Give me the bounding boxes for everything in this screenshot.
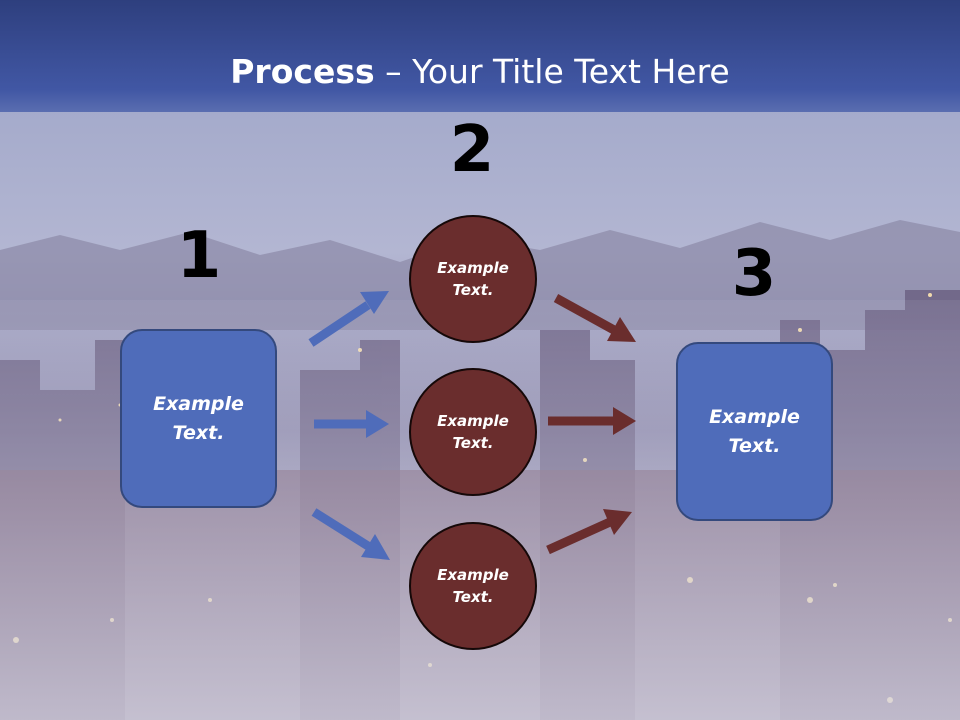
step-2-circle-top: Example Text.: [409, 215, 537, 343]
step-1-box: Example Text.: [120, 329, 277, 508]
circle-bottom-label: Example Text.: [437, 565, 509, 607]
arrow-box1-to-circle1: [308, 291, 389, 347]
slide-title: Process – Your Title Text Here: [0, 52, 960, 91]
step-3-box-label: Example Text.: [709, 406, 800, 457]
arrow-box1-to-circle3: [311, 508, 390, 560]
step-number-1: 1: [176, 219, 222, 293]
step-2-circle-middle: Example Text.: [409, 368, 537, 496]
title-rest-text: – Your Title Text Here: [374, 52, 730, 91]
circle-top-label: Example Text.: [437, 258, 509, 300]
step-3-box: Example Text.: [676, 342, 833, 521]
arrow-circle1-to-box3: [553, 294, 636, 342]
arrow-circle2-to-box3: [548, 407, 636, 435]
step-1-box-label: Example Text.: [153, 393, 244, 444]
circle-middle-label: Example Text.: [437, 411, 509, 453]
arrow-box1-to-circle2: [314, 410, 389, 438]
step-2-circle-bottom: Example Text.: [409, 522, 537, 650]
step-number-3: 3: [731, 237, 777, 311]
arrow-circle3-to-box3: [546, 509, 632, 555]
step-number-2: 2: [449, 113, 495, 187]
title-bold-text: Process: [230, 52, 375, 91]
